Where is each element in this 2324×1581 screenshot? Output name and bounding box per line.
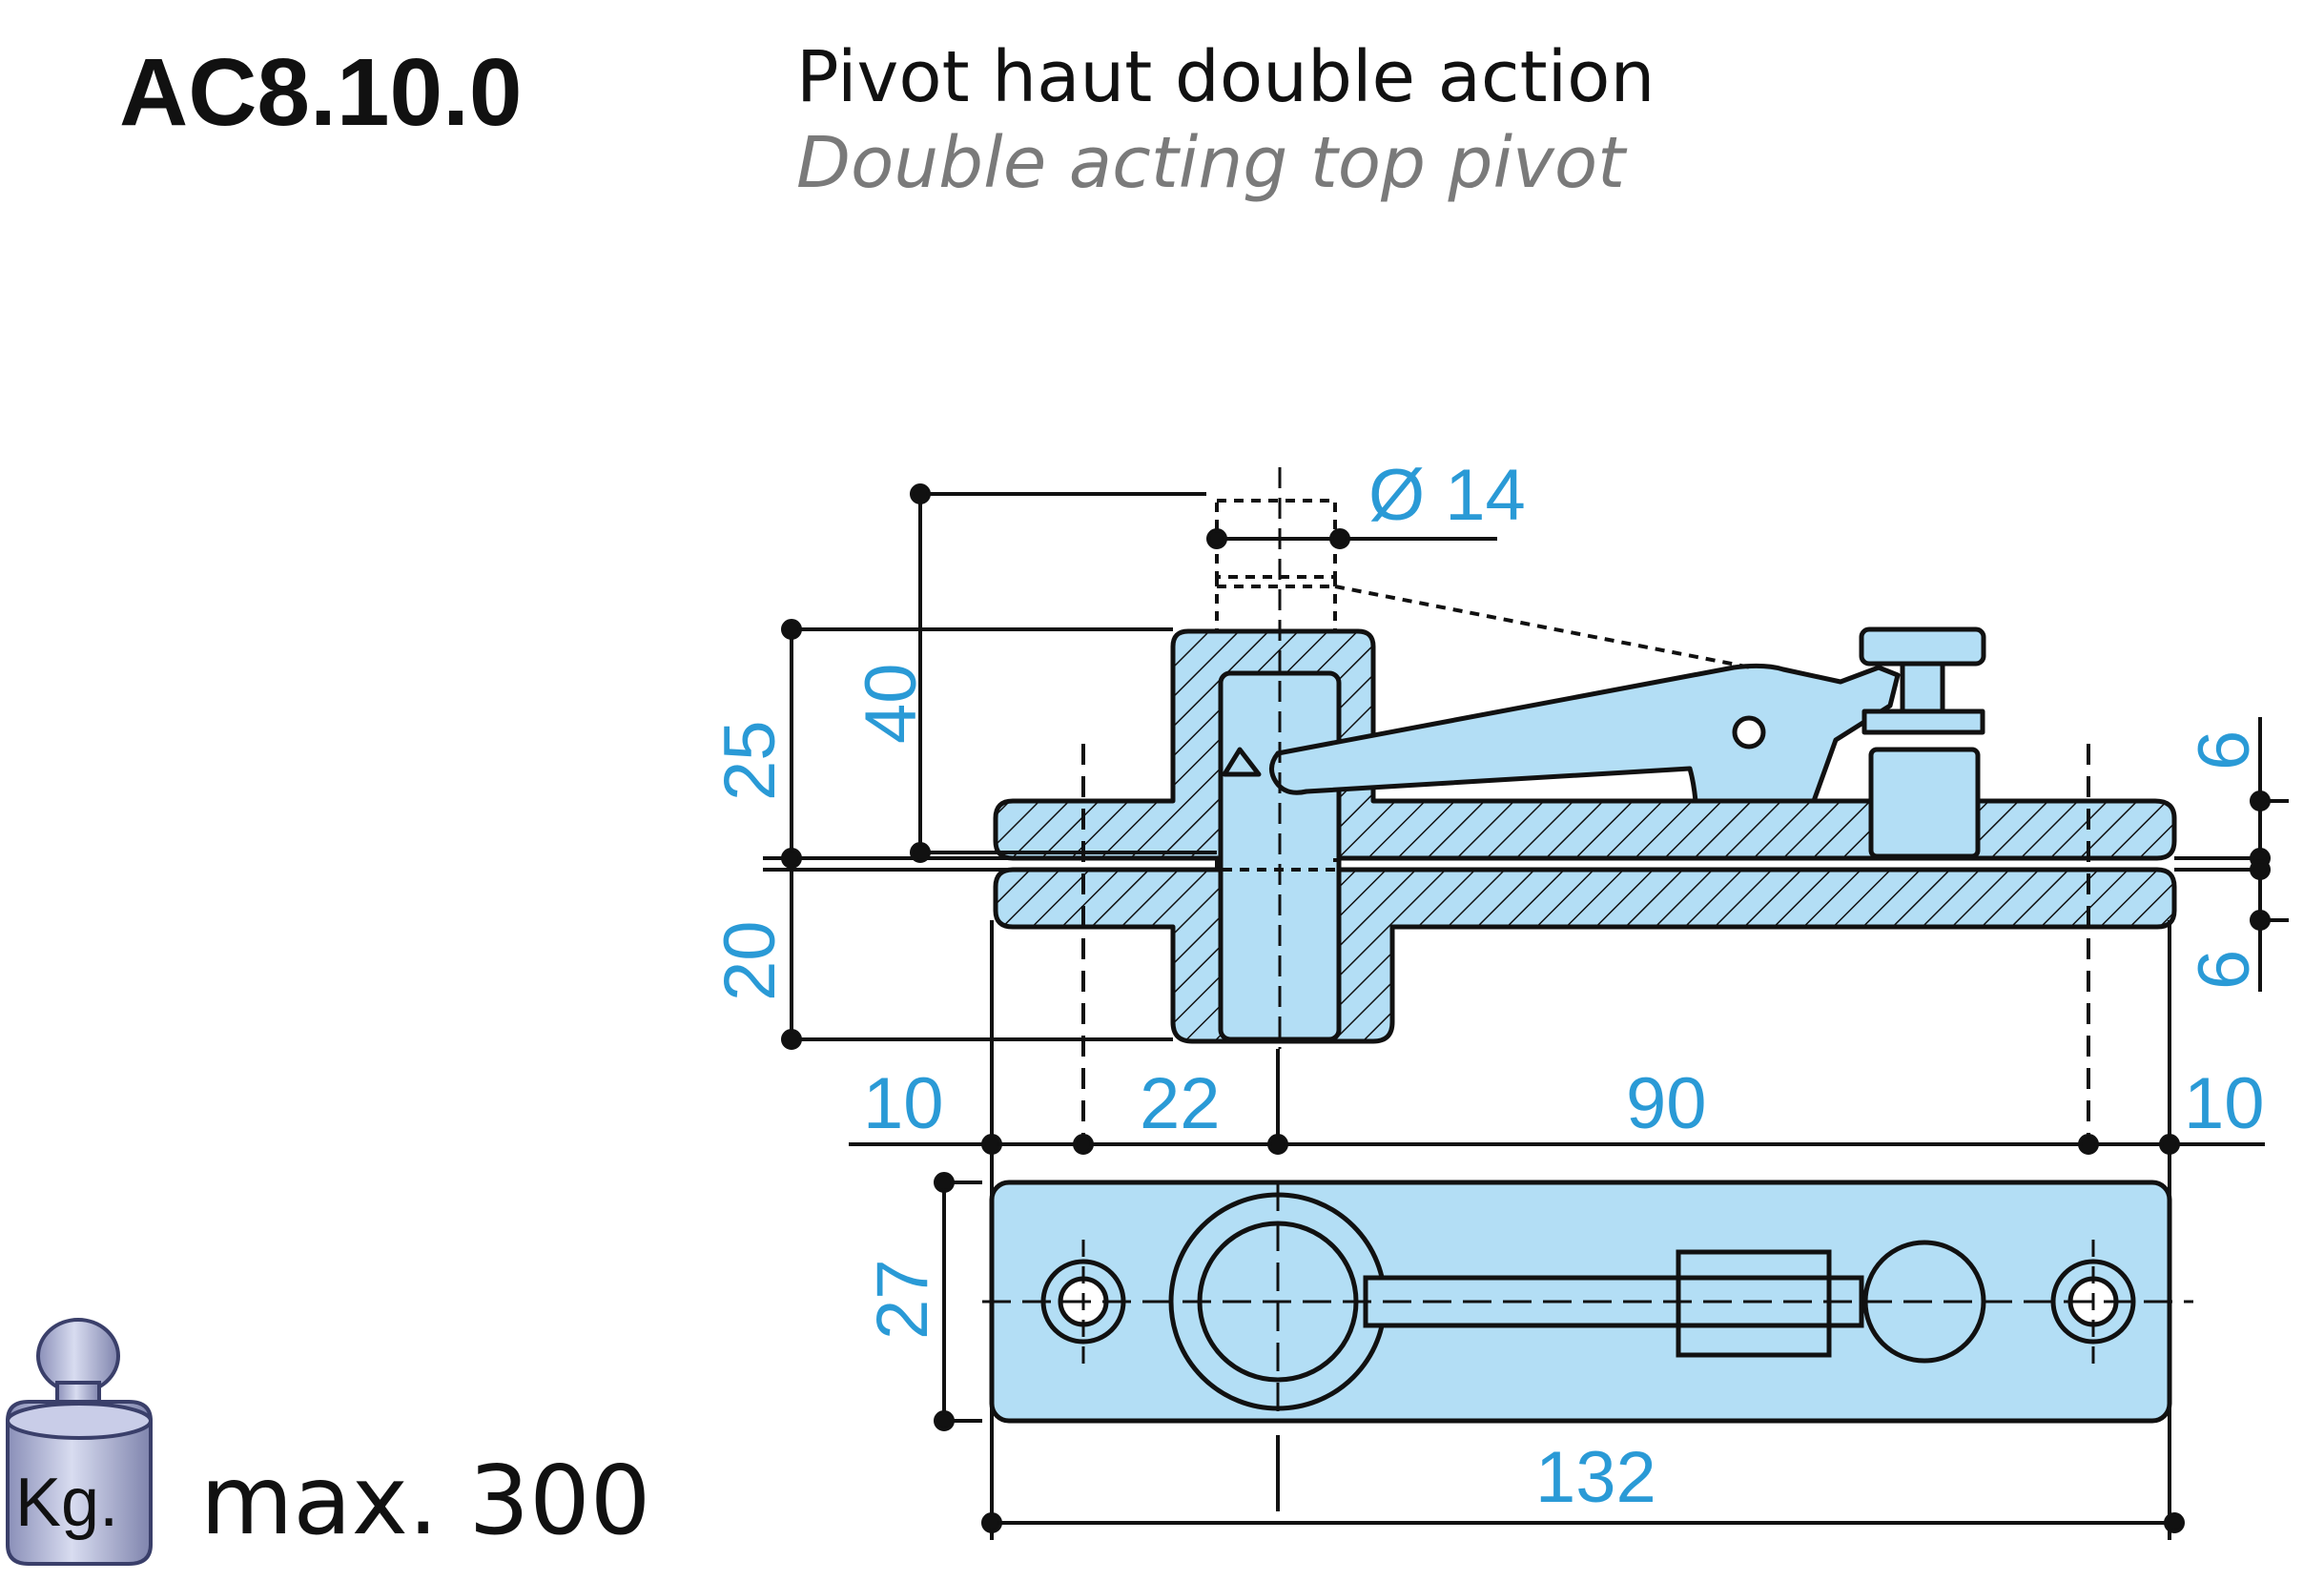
dim-diameter-14: Ø 14 [1368, 455, 1526, 536]
dim-27: 27 [862, 1259, 943, 1340]
side-view-section [993, 467, 2177, 1049]
lever-arm [1269, 663, 1901, 804]
lever-pin-hole [1732, 715, 1766, 749]
title-french: Pivot haut double action [796, 36, 1656, 118]
top-view-plan [982, 1180, 2193, 1424]
dim-6-top: 6 [2184, 730, 2265, 770]
screw-shank [1900, 661, 1945, 714]
dim-6-bottom: 6 [2184, 950, 2265, 990]
screw-collar [1861, 708, 1985, 735]
weight-icon [6, 1318, 153, 1566]
dim-25: 25 [710, 720, 791, 801]
screw-head [1859, 626, 1986, 667]
dim-10-right: 10 [2184, 1063, 2265, 1144]
dim-132: 132 [1535, 1437, 1656, 1518]
max-load-text: max. 300 [200, 1445, 651, 1556]
dim-20: 20 [710, 920, 791, 1001]
product-code: AC8.10.0 [119, 39, 523, 146]
dim-90: 90 [1626, 1063, 1707, 1144]
lever-bracket [1676, 1249, 1832, 1358]
weight-icon-label: Kg. [15, 1465, 118, 1541]
title-english: Double acting top pivot [796, 122, 1626, 204]
lower-plate [993, 867, 2177, 1044]
dim-40: 40 [851, 663, 932, 744]
pivot-tip [1222, 747, 1262, 777]
dim-22: 22 [1140, 1063, 1221, 1144]
screw-body [1868, 747, 1981, 859]
dim-10-left: 10 [863, 1063, 944, 1144]
